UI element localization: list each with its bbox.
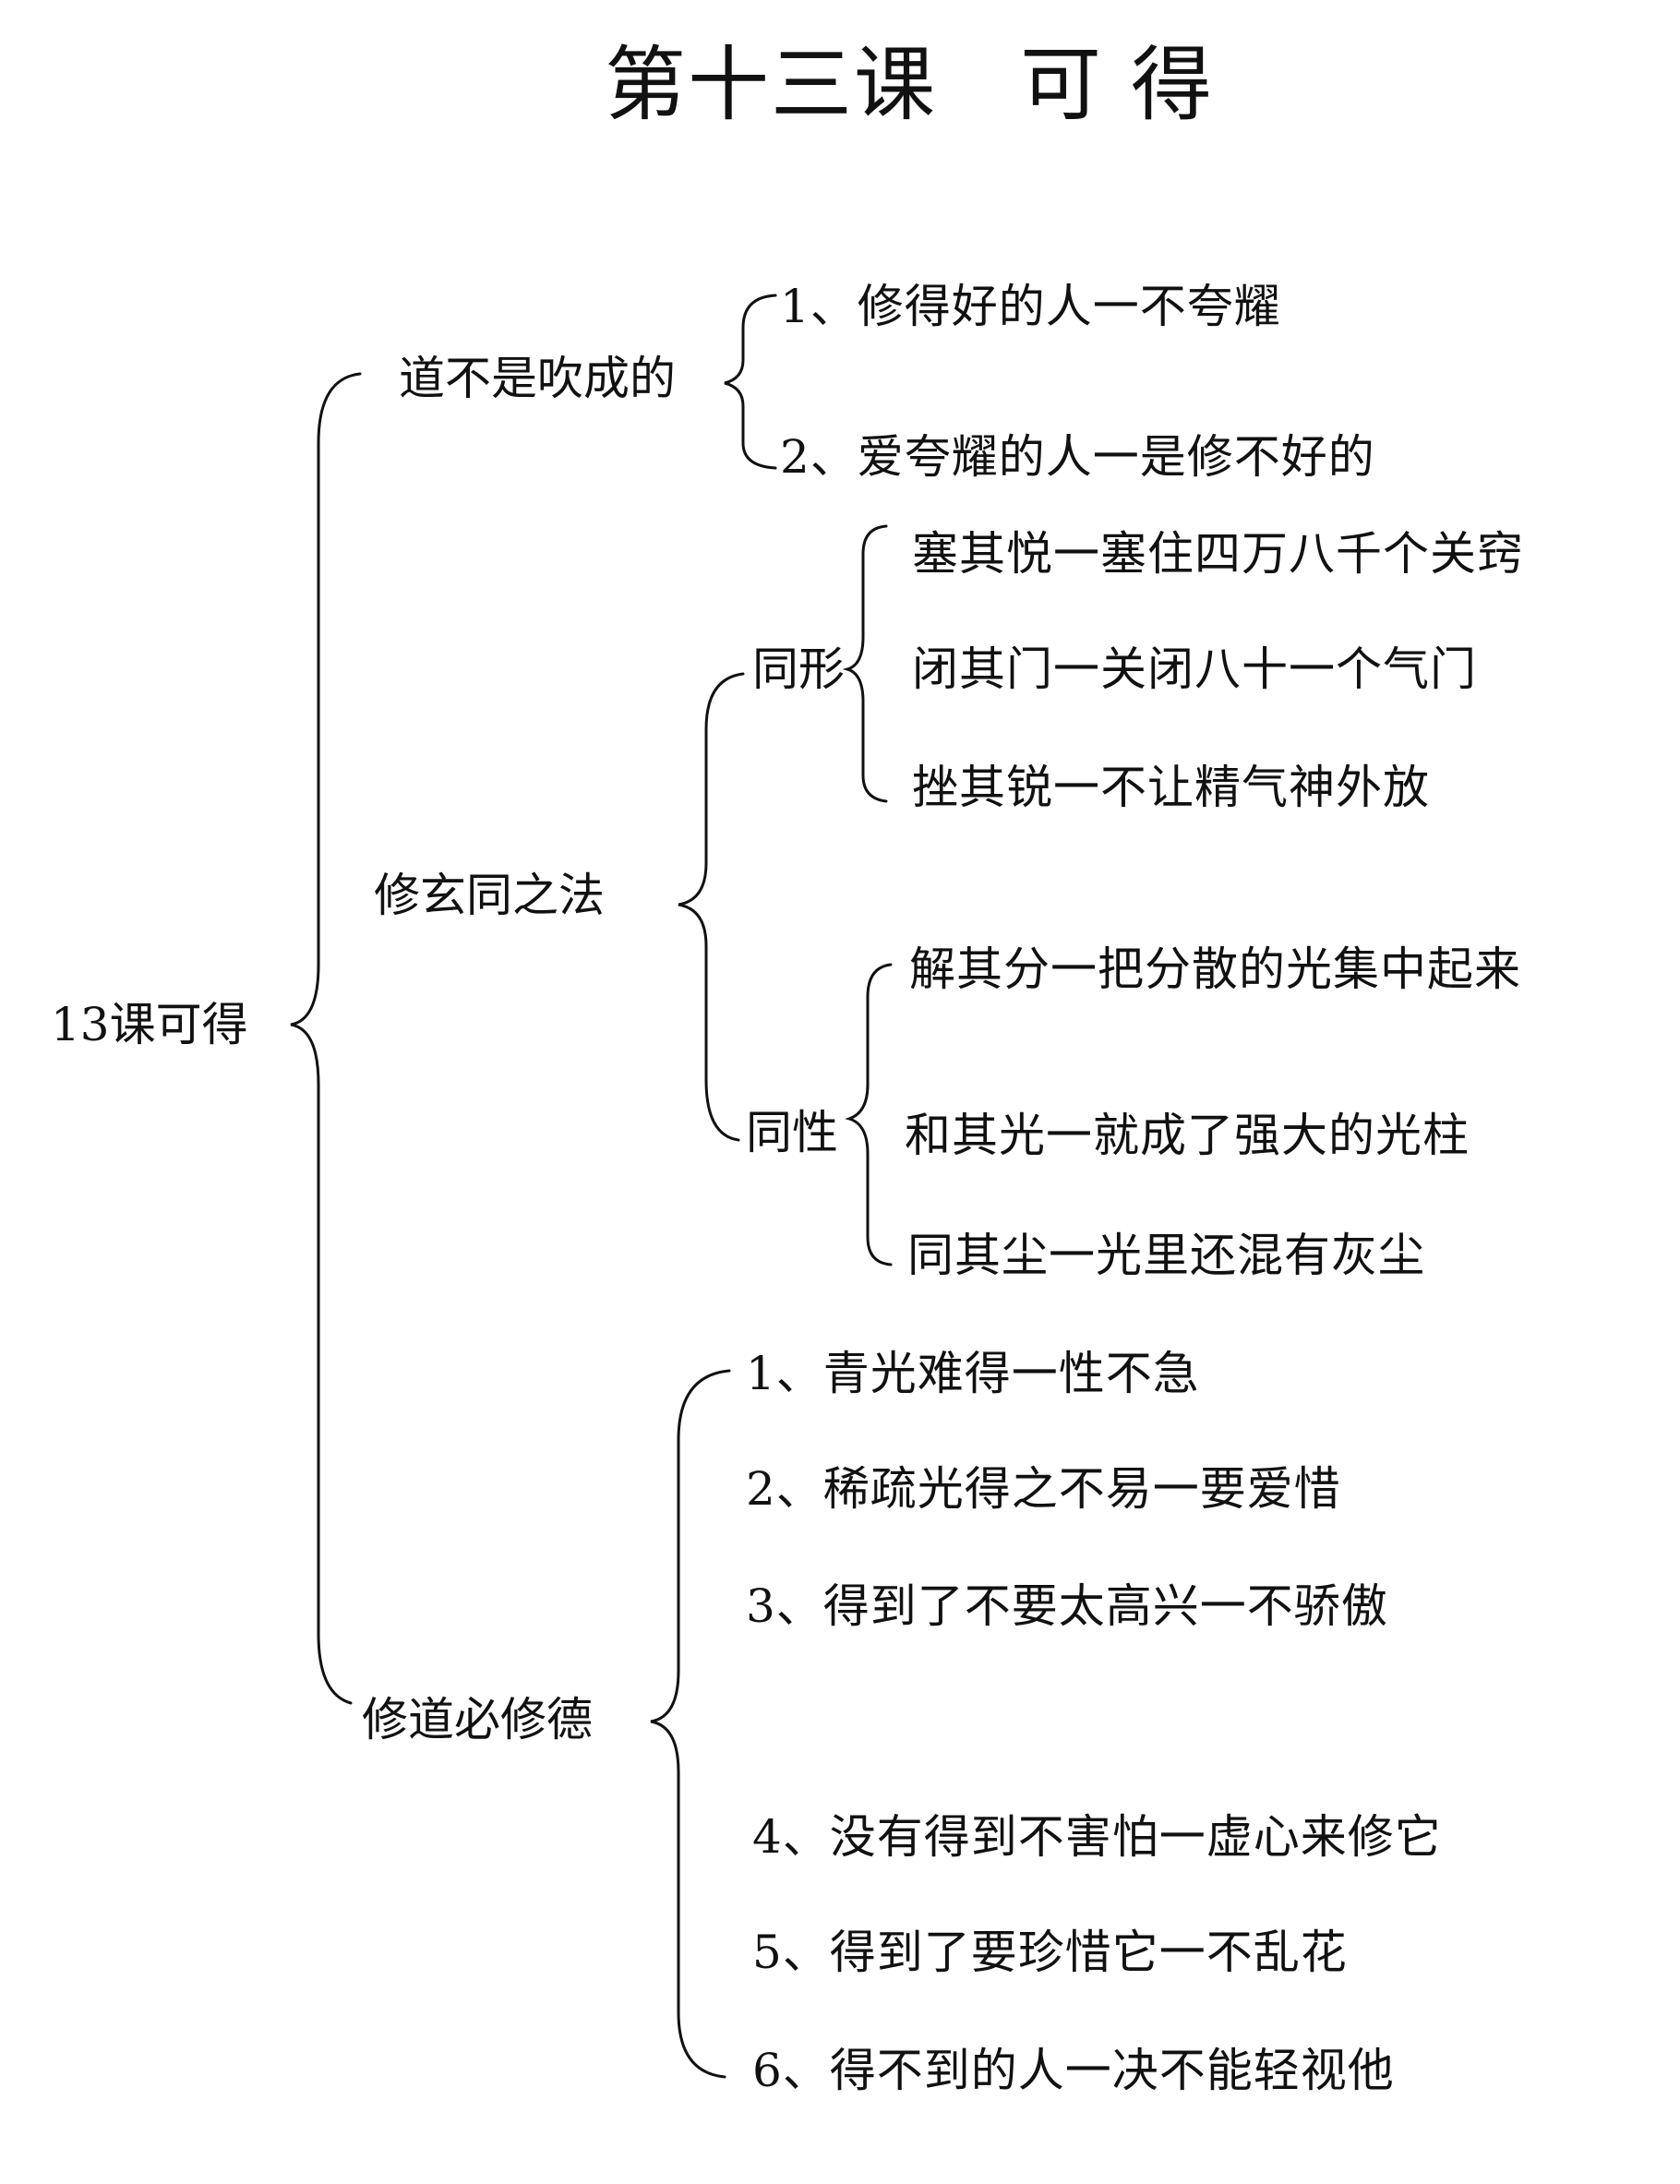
branch-1-label: 道不是吹成的 bbox=[399, 352, 676, 405]
tongxing-form-item-1: 塞其悦一塞住四万八千个关窍 bbox=[912, 527, 1524, 581]
page-title: 第十三课 可 得 bbox=[605, 37, 1214, 132]
tongxing-nature-item-3: 同其尘一光里还混有灰尘 bbox=[907, 1229, 1425, 1282]
root-brace bbox=[290, 372, 362, 1705]
branch3-brace bbox=[650, 1369, 731, 2079]
branch2-brace bbox=[678, 672, 745, 1142]
branch-3-label: 修道必修德 bbox=[362, 1693, 593, 1746]
branch1-brace bbox=[724, 294, 777, 470]
branch-3-item-5: 5、得到了要珍惜它一不乱花 bbox=[752, 1926, 1348, 1979]
branch-2-label: 修玄同之法 bbox=[374, 869, 605, 922]
branch-3-item-1: 1、青光难得一性不急 bbox=[746, 1347, 1200, 1400]
branch-3-item-4: 4、没有得到不害怕一虚心来修它 bbox=[752, 1810, 1442, 1864]
branch-3-item-3: 3、得到了不要太高兴一不骄傲 bbox=[746, 1579, 1388, 1633]
subbranch-tongxing-form-label: 同形 bbox=[752, 642, 845, 696]
subbranch-tongxing-nature-label: 同性 bbox=[746, 1106, 838, 1159]
branch-3-item-2: 2、稀疏光得之不易一要爱惜 bbox=[746, 1462, 1341, 1516]
root-node: 13课可得 bbox=[51, 998, 248, 1051]
tongxing-form-item-3: 挫其锐一不让精气神外放 bbox=[912, 761, 1430, 814]
tongxing-form-item-2: 闭其门一关闭八十一个气门 bbox=[912, 642, 1477, 696]
branch-1-item-1: 1、修得好的人一不夸耀 bbox=[780, 280, 1281, 333]
tongxing-nature-item-1: 解其分一把分散的光集中起来 bbox=[909, 942, 1521, 996]
tongxing-nature-brace bbox=[845, 963, 893, 1266]
branch-3-item-6: 6、得不到的人一决不能轻视他 bbox=[752, 2044, 1395, 2097]
tongxing-form-brace bbox=[842, 524, 888, 803]
branch-1-item-2: 2、爱夸耀的人一是修不好的 bbox=[780, 430, 1375, 484]
tongxing-nature-item-2: 和其光一就成了强大的光柱 bbox=[905, 1109, 1470, 1162]
